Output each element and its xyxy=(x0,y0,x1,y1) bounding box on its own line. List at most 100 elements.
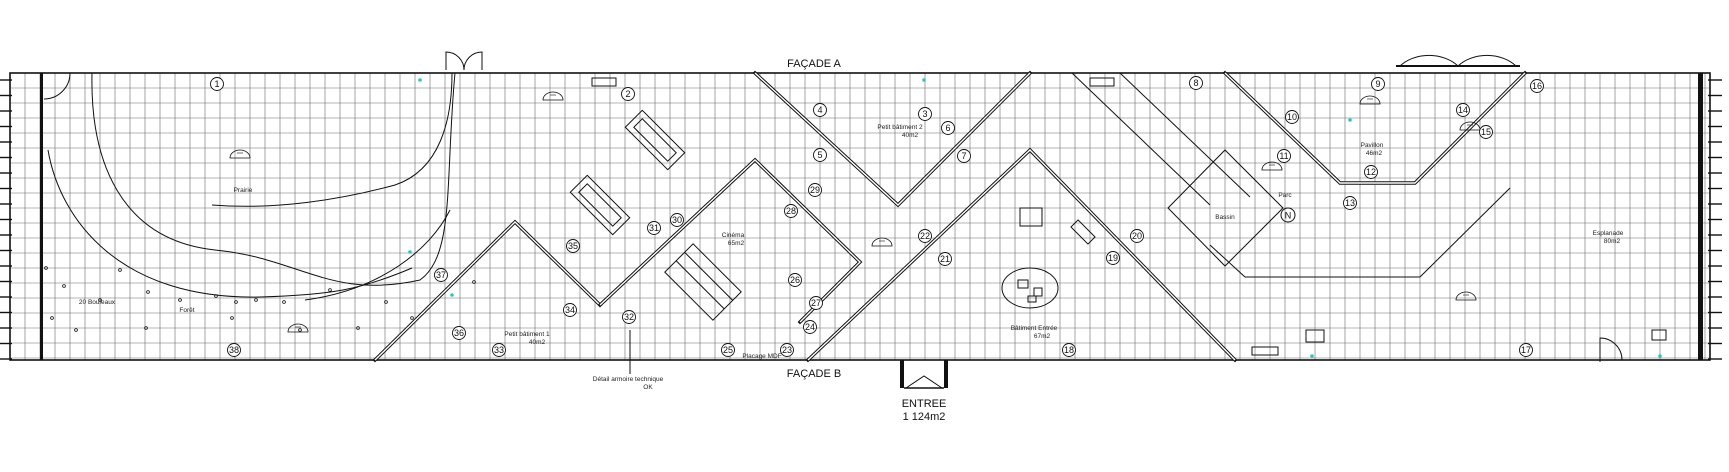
room-name: 20 Bouleaux xyxy=(79,299,116,306)
room-area: 40m2 xyxy=(902,132,919,139)
station-marker: 5 xyxy=(813,148,827,162)
station-number: 17 xyxy=(1521,345,1531,355)
station-marker: 25 xyxy=(721,343,735,357)
facade-b-label: FAÇADE B xyxy=(787,368,841,380)
station-number: 11 xyxy=(1279,151,1288,161)
station-number: 15 xyxy=(1481,127,1491,137)
station-number: 28 xyxy=(786,206,796,216)
room-name: Esplanade xyxy=(1593,230,1624,237)
station-marker: 4 xyxy=(813,103,827,117)
note-line-2: OK xyxy=(643,384,653,391)
room-name: Bassin xyxy=(1215,214,1235,221)
station-number: 21 xyxy=(940,254,950,264)
light-point xyxy=(418,78,422,82)
station-marker: 28 xyxy=(784,204,798,218)
station-marker: 27 xyxy=(809,296,823,310)
light-point xyxy=(1310,354,1314,358)
placage-label: Placage MDF xyxy=(742,353,781,360)
level-marker xyxy=(1261,161,1283,171)
station-number: 19 xyxy=(1108,253,1118,263)
room-area: 40m2 xyxy=(529,339,546,346)
station-marker: 14 xyxy=(1456,103,1470,117)
station-marker: 6 xyxy=(941,121,955,135)
tree-dot xyxy=(214,294,218,298)
station-marker: 2 xyxy=(621,87,635,101)
station-number: 13 xyxy=(1345,198,1355,208)
station-marker: 38 xyxy=(227,343,241,357)
station-number: 26 xyxy=(790,275,800,285)
station-marker: 9 xyxy=(1371,77,1385,91)
level-marker xyxy=(1359,95,1381,105)
room-area: 67m2 xyxy=(1034,333,1051,340)
tree-dot xyxy=(328,288,332,292)
tree-dot xyxy=(178,298,182,302)
station-marker: 7 xyxy=(957,149,971,163)
level-marker xyxy=(871,237,893,247)
station-marker: 17 xyxy=(1519,343,1533,357)
station-marker: 11 xyxy=(1277,149,1291,163)
station-number: 6 xyxy=(945,123,950,133)
room-name: Bâtiment Entrée xyxy=(1011,325,1058,332)
station-number: 12 xyxy=(1366,167,1376,177)
tree-dot xyxy=(298,328,302,332)
tree-dot xyxy=(62,284,66,288)
station-marker: 21 xyxy=(938,252,952,266)
room-area: 46m2 xyxy=(1366,150,1383,157)
level-marker xyxy=(542,91,564,101)
station-number: 8 xyxy=(1193,78,1198,88)
tree-dot xyxy=(146,290,150,294)
station-number: 24 xyxy=(805,322,815,332)
station-marker: 24 xyxy=(803,320,817,334)
station-number: 5 xyxy=(817,150,822,160)
north-marker: N xyxy=(1280,207,1296,223)
facade-a-label: FAÇADE A xyxy=(787,58,841,70)
station-marker: 13 xyxy=(1343,196,1357,210)
station-number: 33 xyxy=(494,345,504,355)
station-number: 3 xyxy=(922,109,927,119)
station-marker: 36 xyxy=(452,326,466,340)
level-marker xyxy=(229,149,251,159)
station-marker: 15 xyxy=(1479,125,1493,139)
entrance-title: ENTREE xyxy=(902,398,947,410)
building-outline xyxy=(9,72,1711,361)
light-point xyxy=(1348,118,1352,122)
station-number: 10 xyxy=(1287,112,1297,122)
station-number: 35 xyxy=(568,241,578,251)
light-point xyxy=(408,250,412,254)
tree-dot xyxy=(144,326,148,330)
station-marker: 18 xyxy=(1062,343,1076,357)
entrance-area: 1 124m2 xyxy=(903,411,946,423)
tree-dot xyxy=(234,300,238,304)
room-name: Petit bâtiment 1 xyxy=(504,331,550,338)
edge-ticks xyxy=(0,79,1722,360)
station-marker: 31 xyxy=(647,221,661,235)
station-number: 36 xyxy=(454,328,464,338)
tree-dot xyxy=(230,316,234,320)
station-marker: 29 xyxy=(808,183,822,197)
station-number: 1 xyxy=(214,79,219,89)
station-number: 32 xyxy=(624,312,634,322)
station-number: 25 xyxy=(723,345,733,355)
note-line-1: Détail armoire technique xyxy=(593,376,664,383)
station-marker: 34 xyxy=(563,303,577,317)
tree-dot xyxy=(98,298,102,302)
station-marker: 10 xyxy=(1285,110,1299,124)
station-number: 2 xyxy=(625,89,630,99)
station-number: 37 xyxy=(436,270,446,280)
station-marker: 3 xyxy=(918,107,932,121)
tree-dot xyxy=(472,280,476,284)
tree-dot xyxy=(410,316,414,320)
level-markers xyxy=(229,91,1481,333)
tree-dot xyxy=(282,300,286,304)
room-name: Pavillon xyxy=(1361,142,1384,149)
station-marker: 23 xyxy=(780,343,794,357)
light-point xyxy=(450,293,454,297)
station-number: 27 xyxy=(811,298,821,308)
tree-dots xyxy=(44,78,1662,358)
tree-dot xyxy=(74,328,78,332)
tree-dot xyxy=(50,316,54,320)
room-name: Parc xyxy=(1278,192,1292,199)
room-area: 80m2 xyxy=(1604,238,1621,245)
station-marker: 12 xyxy=(1364,165,1378,179)
room-name: Cinéma xyxy=(722,232,745,239)
